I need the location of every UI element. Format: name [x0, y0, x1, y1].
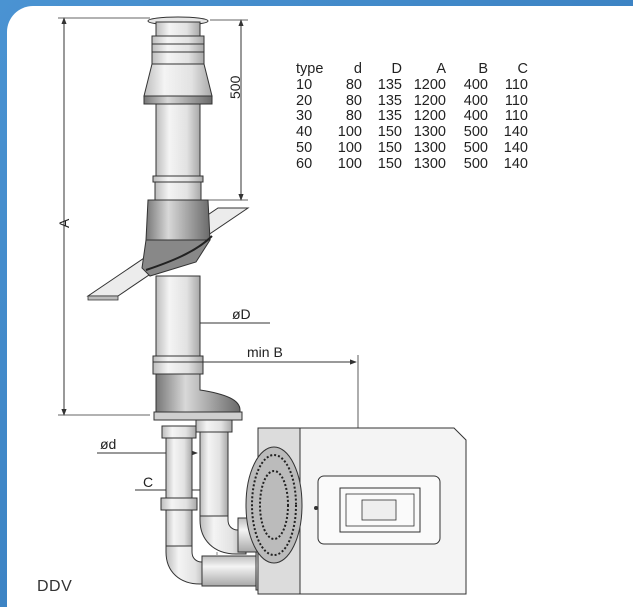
vertical-flue-pipe: [141, 16, 243, 421]
spec-table-cell: 60: [296, 155, 313, 172]
spec-table-cell: 100: [337, 155, 362, 172]
dimension-a-label: A: [56, 218, 72, 228]
spec-table-cell: 150: [377, 155, 402, 172]
spec-table-cell: 100: [337, 124, 362, 141]
spec-table-cell: 150: [377, 139, 402, 156]
spec-table-row: 20 80 135 1200 400 110: [296, 92, 528, 110]
heater-unit: [245, 427, 467, 595]
spec-table: type d D A B C 10 80 135 1200 400 110 20 80 135 1200 400…: [296, 61, 528, 173]
spec-table-cell: 1200: [413, 92, 446, 109]
dimension-d-label: ød: [100, 436, 117, 452]
spec-table-row: 10 80 135 1200 400 110: [296, 76, 528, 94]
spec-table-cell: 1300: [413, 155, 446, 172]
dimension-B-label: min B: [247, 344, 283, 360]
spec-table-header-cell: d: [353, 61, 362, 77]
dimension-C-label: C: [143, 474, 154, 490]
spec-table-header-cell: type: [296, 61, 324, 77]
spec-table-header-cell: D: [391, 61, 402, 77]
spec-table-cell: 40: [296, 124, 313, 141]
spec-table-cell: 150: [377, 124, 402, 141]
spec-table-cell: 135: [377, 108, 402, 125]
spec-table-cell: 135: [377, 76, 402, 93]
spec-table-cell: 110: [504, 108, 528, 125]
spec-table-cell: 50: [296, 139, 313, 156]
spec-table-cell: 110: [504, 92, 528, 109]
spec-table-cell: 1300: [413, 124, 446, 141]
spec-table-row: 50 100 150 1300 500 140: [296, 139, 528, 157]
spec-table-header-cell: A: [436, 61, 446, 77]
spec-table-cell: 400: [463, 108, 488, 125]
spec-table-row: 30 80 135 1200 400 110: [296, 109, 528, 125]
spec-table-cell: 135: [377, 92, 402, 109]
spec-table-header-cell: C: [517, 61, 528, 77]
dimension-500-label: 500: [227, 75, 243, 99]
spec-table-cell: 80: [345, 108, 362, 125]
spec-table-cell: 1300: [413, 139, 446, 156]
spec-table-cell: 140: [503, 155, 528, 172]
model-label: DDV: [37, 578, 73, 595]
spec-table-header-row: type d D A B C: [296, 61, 528, 78]
spec-table-cell: 80: [345, 92, 362, 109]
spec-table-cell: 110: [504, 76, 528, 93]
spec-table-cell: 400: [463, 92, 488, 109]
spec-table-cell: 140: [503, 139, 528, 156]
spec-table-cell: 500: [463, 155, 488, 172]
spec-table-cell: 1200: [413, 108, 446, 125]
spec-table-header-cell: B: [478, 61, 488, 77]
spec-table-cell: 500: [463, 139, 488, 156]
spec-table-cell: 1200: [413, 76, 446, 93]
spec-table-cell: 30: [296, 108, 313, 125]
spec-table-cell: 20: [296, 92, 313, 109]
spec-table-cell: 10: [296, 76, 313, 93]
spec-table-cell: 100: [337, 139, 362, 156]
spec-table-row: 40 100 150 1300 500 140: [296, 124, 528, 141]
spec-table-cell: 400: [463, 76, 488, 93]
spec-table-cell: 80: [345, 76, 362, 93]
dimension-D-label: øD: [232, 306, 251, 322]
spec-table-row: 60 100 150 1300 500 140: [296, 155, 528, 173]
spec-table-cell: 500: [463, 124, 488, 141]
spec-table-cell: 140: [503, 124, 528, 141]
